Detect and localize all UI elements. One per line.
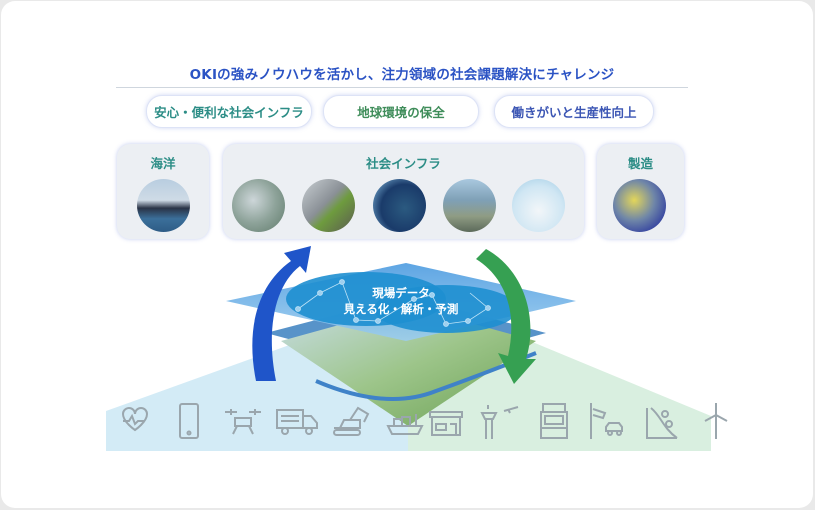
field-icons-right (424, 399, 738, 443)
headline: OKIの強みノウハウを活かし、注力領域の社会課題解決にチャレンジ (189, 67, 615, 83)
smartphone-icon (167, 399, 211, 443)
goal-pill-environment: 地球環境の保全 (323, 95, 479, 128)
truck-icon (275, 399, 319, 443)
excavator-icon (329, 399, 373, 443)
store-icon (424, 399, 468, 443)
data-platform-illustration (106, 246, 711, 451)
ship-icon (383, 399, 427, 443)
domain-title: 海洋 (150, 156, 176, 171)
photo-container-ship (137, 179, 190, 232)
goal-pill-productivity: 働きがいと生産性向上 (494, 95, 654, 128)
domain-title: 社会インフラ (366, 156, 441, 171)
goal-pill-infrastructure: 安心・便利な社会インフラ (146, 95, 312, 128)
landslide-icon (640, 399, 684, 443)
photo-medical-staff (512, 179, 565, 232)
photo-highway (443, 179, 496, 232)
data-platform-label: 現場データ 見える化・解析・予測 (341, 285, 461, 317)
control-tower-airplane-icon (478, 399, 522, 443)
drone-icon (221, 399, 265, 443)
heart-monitor-icon (113, 399, 157, 443)
field-icons-left (113, 399, 427, 443)
atm-icon (532, 399, 576, 443)
traffic-camera-car-icon (586, 399, 630, 443)
wind-turbine-icon (694, 399, 738, 443)
photo-city-aerial (232, 179, 285, 232)
photo-control-room (373, 179, 426, 232)
label-line-1: 現場データ (372, 286, 430, 300)
divider (116, 87, 688, 88)
photo-commuter-train (302, 179, 355, 232)
photo-robot-arm (613, 179, 666, 232)
label-line-2: 見える化・解析・予測 (343, 302, 459, 316)
domain-title: 製造 (627, 156, 653, 171)
